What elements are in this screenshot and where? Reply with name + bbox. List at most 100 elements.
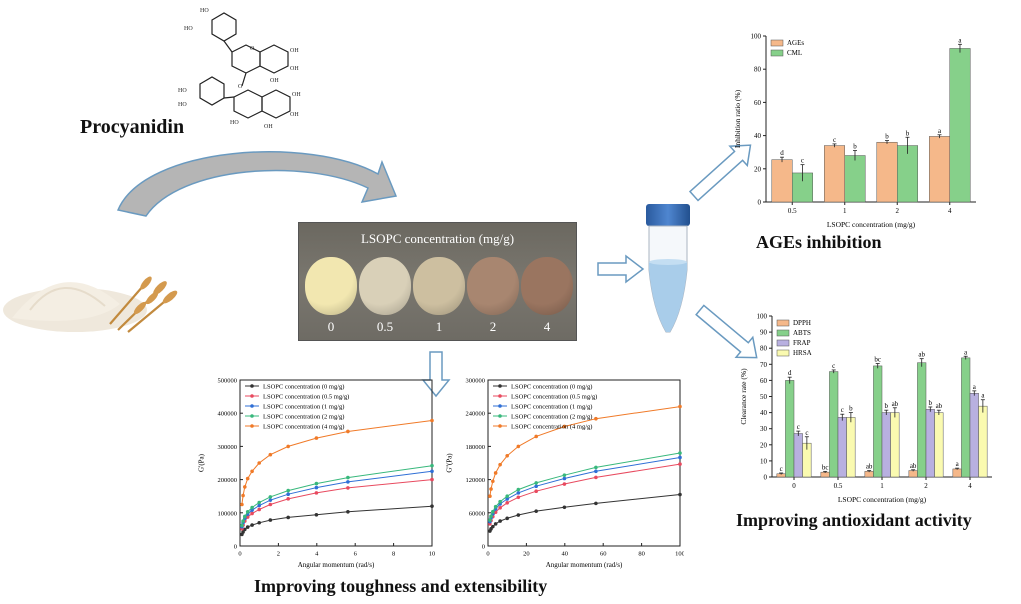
x-tick-label: 4 [968, 482, 972, 490]
legend-marker [250, 424, 254, 428]
significance-letter: a [958, 36, 962, 44]
legend-swatch [776, 349, 790, 357]
svg-text:OH: OH [264, 124, 273, 130]
data-point [430, 418, 434, 423]
arrow-down-right-icon [695, 304, 758, 359]
y-tick-label: 30 [760, 425, 768, 433]
significance-letter: c [841, 406, 844, 414]
dough-label-4: 4 [543, 319, 551, 334]
data-point [594, 416, 598, 421]
data-point [250, 469, 254, 474]
data-point [346, 510, 350, 514]
significance-letter: ab [910, 462, 917, 470]
legend-label: LSOPC concentration (1 mg/g) [263, 404, 344, 411]
centrifuge-tube-icon [646, 204, 690, 333]
x-tick-label: 1 [843, 207, 847, 215]
svg-text:O: O [250, 46, 255, 52]
data-point [268, 498, 273, 502]
series-line [489, 494, 681, 532]
data-point [498, 519, 502, 523]
svg-text:HO: HO [178, 88, 187, 94]
data-point [430, 477, 434, 482]
y-tick-label: 80 [754, 66, 762, 74]
dough-sample-4 [521, 257, 573, 315]
y-tick-label: 200000 [218, 477, 238, 484]
significance-letter: ab [892, 400, 899, 408]
data-point [534, 509, 538, 513]
data-point [505, 497, 509, 501]
legend-marker [498, 404, 502, 408]
photo-title: LSOPC concentration (mg/g) [360, 231, 515, 246]
data-point [562, 505, 567, 510]
svg-text:OH: OH [290, 112, 299, 118]
data-point [257, 507, 261, 512]
legend-swatch [776, 329, 790, 337]
dough-label-1: 1 [435, 319, 443, 334]
x-tick-label: 0.5 [788, 207, 797, 215]
svg-text:OH: OH [270, 78, 279, 84]
bar [908, 470, 918, 478]
data-point [241, 530, 245, 534]
legend-marker [498, 384, 502, 388]
y-tick-label: 90 [760, 329, 768, 337]
series-line [241, 420, 433, 505]
significance-letter: b [885, 133, 889, 141]
data-point [562, 476, 567, 481]
x-tick-label: 40 [562, 551, 569, 558]
bar [793, 433, 803, 478]
significance-letter: a [964, 348, 968, 356]
dough-samples-photo: LSOPC concentration (mg/g) 0 0.5 1 2 4 [298, 222, 577, 341]
y-axis-label: G''(Pa) [446, 453, 454, 473]
series-line [489, 452, 681, 521]
y-tick-label: 10 [760, 457, 768, 465]
significance-letter: b [849, 405, 853, 413]
data-point [346, 480, 350, 484]
data-point [314, 491, 319, 495]
legend-label: LSOPC concentration (4 mg/g) [511, 424, 592, 431]
legend-label: LSOPC concentration (0 mg/g) [511, 384, 592, 391]
data-point [493, 504, 498, 509]
data-point [240, 523, 244, 528]
significance-letter: b [906, 129, 910, 137]
significance-letter: d [788, 369, 792, 377]
legend-label: AGEs [787, 39, 804, 47]
data-point [268, 518, 273, 522]
bar [952, 468, 962, 478]
dough-sample-2 [467, 257, 519, 315]
x-tick-label: 2 [924, 482, 928, 490]
procyanidin-heading: Procyanidin [80, 116, 185, 138]
x-tick-label: 1 [880, 482, 884, 490]
data-point [562, 473, 567, 477]
data-point [240, 502, 244, 507]
significance-letter: c [797, 423, 800, 431]
bar [961, 357, 971, 478]
y-tick-label: 0 [764, 474, 768, 482]
legend-label: LSOPC concentration (0.5 mg/g) [511, 394, 597, 401]
x-tick-label: 2 [896, 207, 900, 215]
significance-letter: bc [822, 463, 829, 471]
data-point [594, 465, 598, 470]
bar [829, 371, 839, 478]
significance-letter: a [973, 383, 977, 391]
data-point [250, 511, 254, 516]
data-point [594, 469, 598, 474]
bar [844, 155, 866, 203]
x-tick-label: 0 [792, 482, 796, 490]
significance-letter: a [981, 392, 985, 400]
data-point [286, 497, 290, 501]
x-tick-label: 0 [486, 551, 489, 558]
y-tick-label: 100 [757, 313, 768, 321]
data-point [314, 481, 319, 486]
x-axis-label: Angular momentum (rad/s) [546, 561, 623, 569]
data-point [498, 499, 502, 504]
data-point [241, 519, 245, 523]
data-point [430, 463, 434, 468]
bar [785, 380, 795, 478]
legend-label: LSOPC concentration (4 mg/g) [263, 424, 344, 431]
svg-text:OH: OH [290, 48, 299, 54]
legend-label: LSOPC concentration (0 mg/g) [263, 384, 344, 391]
y-tick-label: 300000 [466, 378, 486, 385]
y-tick-label: 20 [754, 165, 762, 173]
svg-text:OH: OH [292, 92, 301, 98]
